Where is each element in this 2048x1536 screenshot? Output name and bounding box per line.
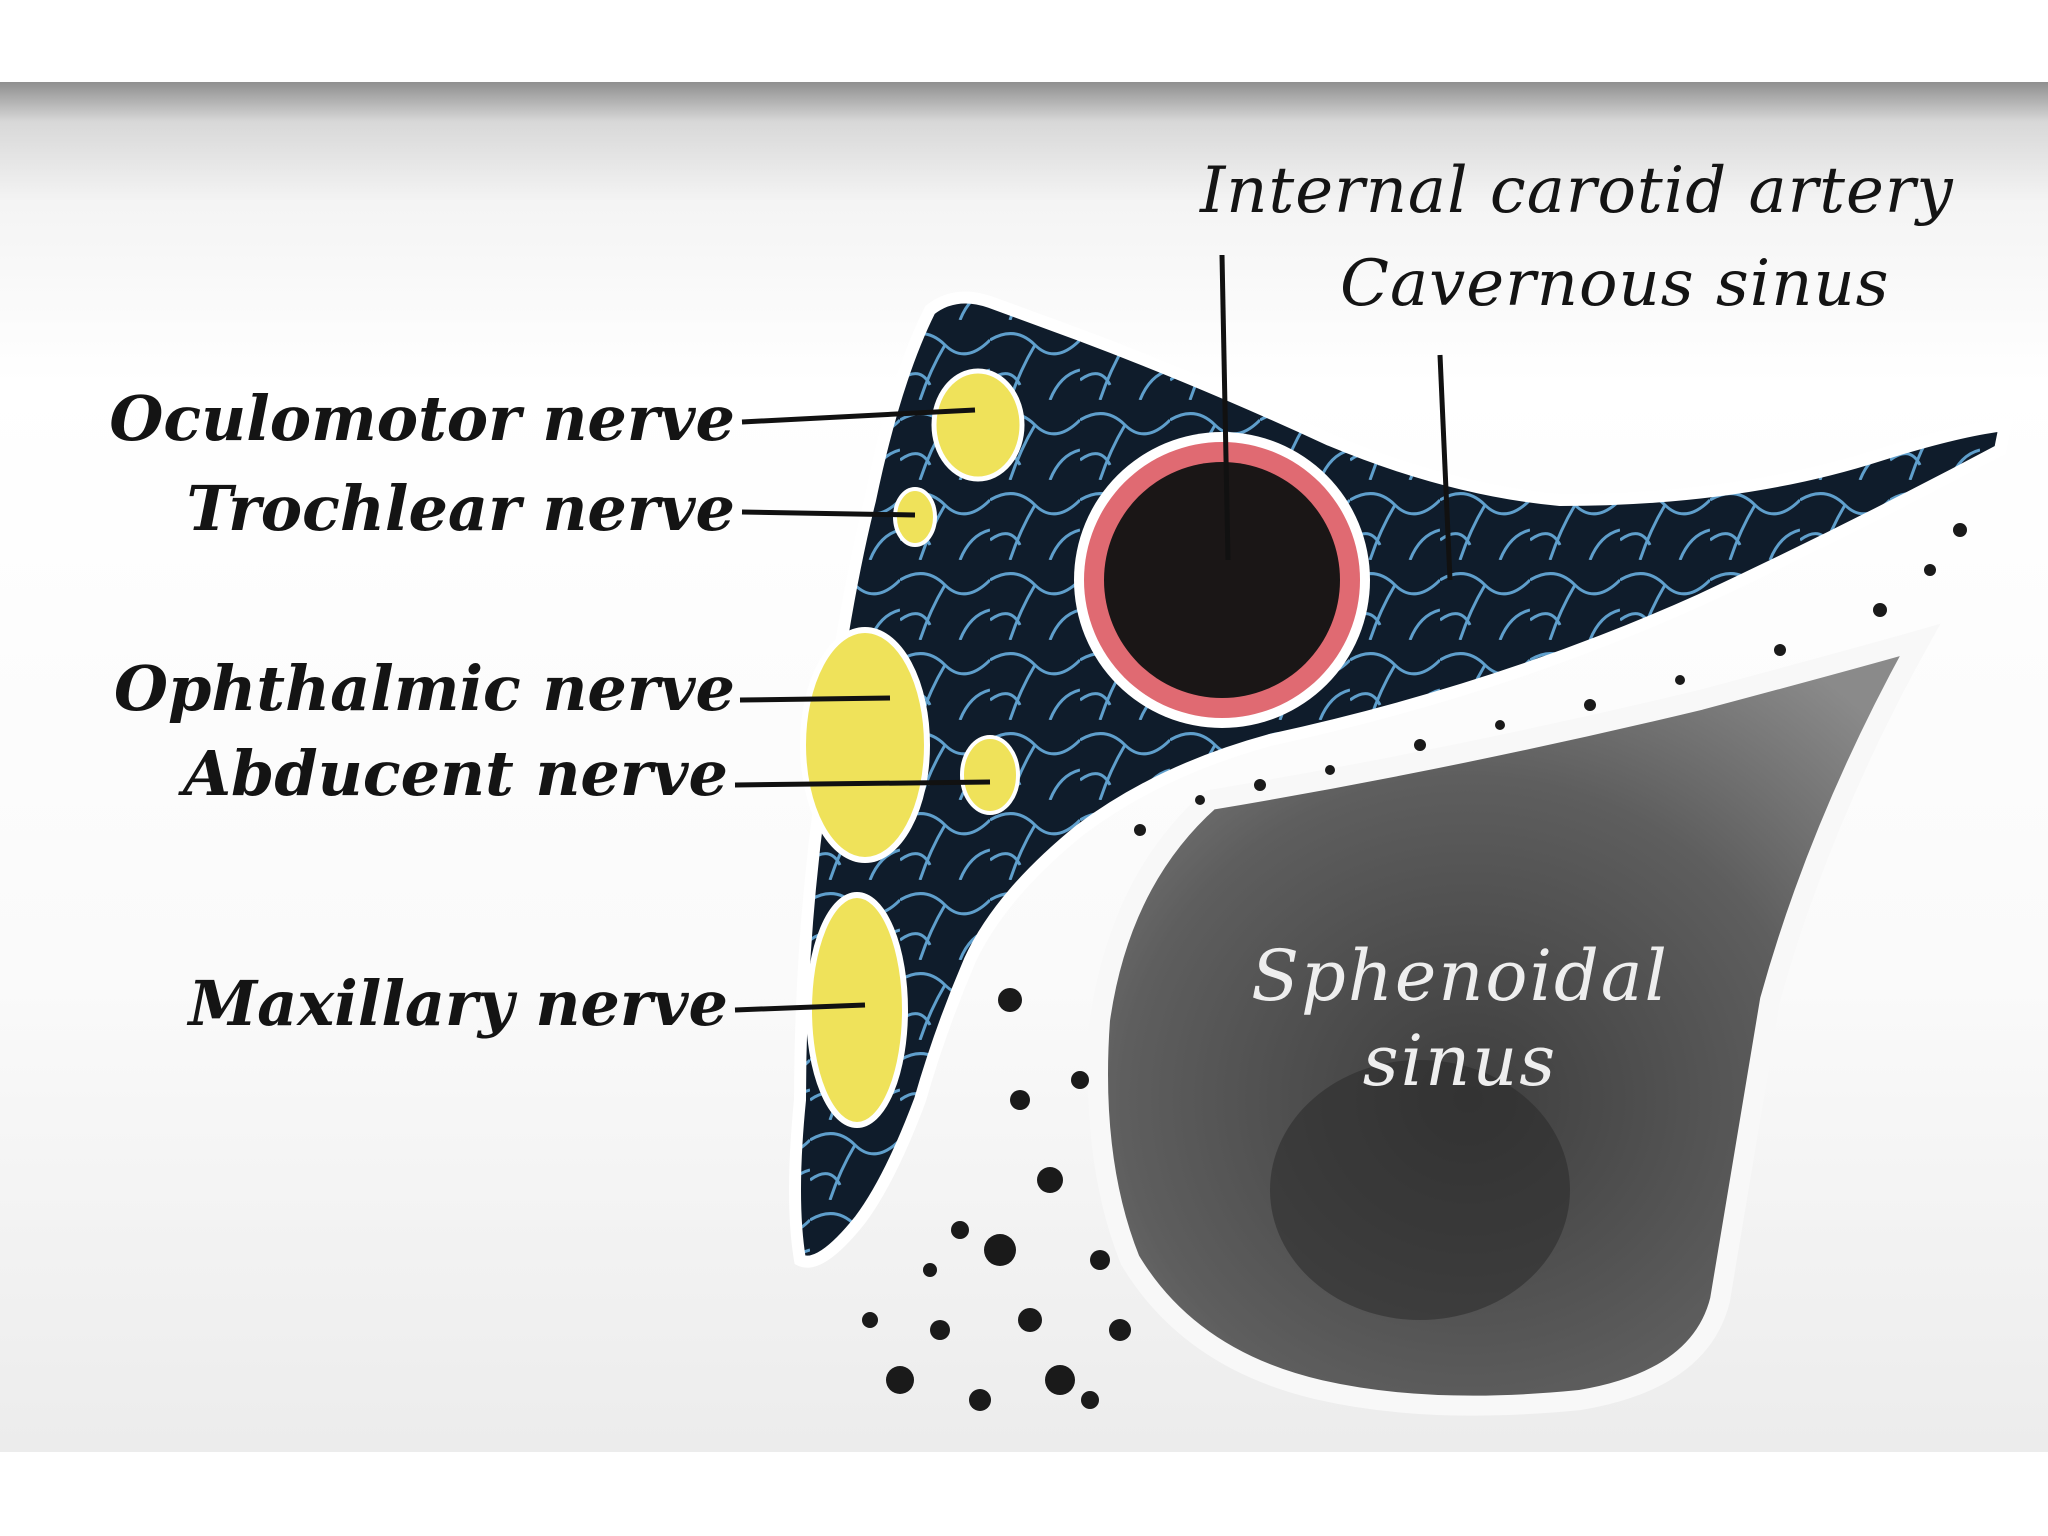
oculomotor-leader	[741, 407, 976, 425]
ophthalmic-label: Ophthalmic nerve	[114, 652, 735, 725]
cavernous-sinus-label: Cavernous sinus	[1340, 247, 1890, 321]
maxillary-leader	[734, 1002, 866, 1013]
bone-band-speckles	[1134, 523, 1967, 836]
maxillary-nerve-shape	[806, 892, 908, 1128]
abducent-label: Abducent nerve	[178, 737, 728, 810]
oculomotor-nerve-shape	[931, 368, 1025, 482]
sphenoidal-inner-shadow	[1270, 1060, 1570, 1320]
internal-carotid-artery-lumen	[1104, 462, 1340, 698]
sphenoidal-sinus-label-line2: sinus	[1363, 1020, 1557, 1102]
trochlear-label: Trochlear nerve	[186, 472, 735, 545]
internal-carotid-leader	[1219, 254, 1231, 561]
oculomotor-label: Oculomotor nerve	[109, 382, 735, 455]
sphenoidal-sinus-label-line1: Sphenoidal	[1251, 935, 1669, 1017]
ophthalmic-nerve-shape	[800, 627, 930, 863]
trochlear-leader	[741, 509, 916, 518]
internal-carotid-label: Internal carotid artery	[1199, 154, 1954, 228]
cavernous-sinus-leader	[1437, 354, 1453, 581]
abducent-leader	[734, 779, 991, 788]
maxillary-label: Maxillary nerve	[186, 967, 728, 1040]
bone-speckles	[862, 988, 1131, 1411]
abducent-nerve-shape	[960, 735, 1020, 815]
ophthalmic-leader	[739, 695, 891, 703]
